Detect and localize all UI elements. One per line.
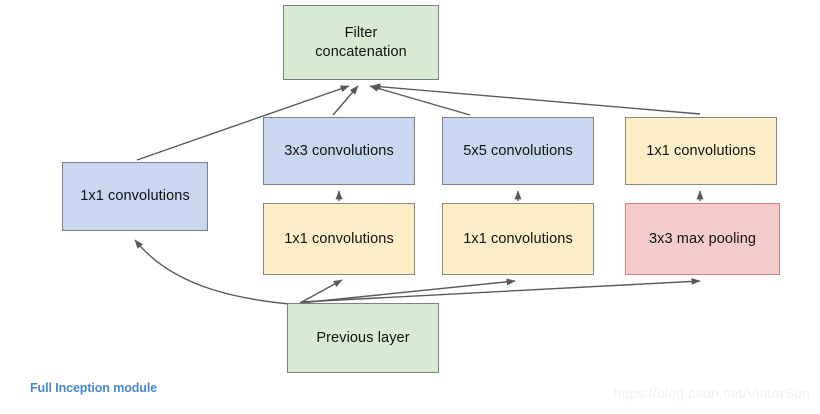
edge-previous-to-conv1x1-before-3x3	[299, 279, 343, 304]
edge-previous-to-max-pool	[300, 277, 701, 303]
edge-previous-to-conv1x1-before-5x5	[299, 278, 516, 304]
node-max-pool-3x3: 3x3 max pooling	[625, 203, 780, 275]
edge-conv5x5-to-filter-concat	[369, 84, 471, 116]
diagram-caption: Full Inception module	[30, 381, 158, 395]
node-conv-1x1-left: 1x1 convolutions	[62, 162, 208, 231]
watermark-text: https://blog.csdn.net/ViatorSun	[613, 385, 810, 401]
node-previous-layer: Previous layer	[287, 303, 439, 373]
node-filter-concatenation: Filter concatenation	[283, 5, 439, 80]
node-conv-1x1-right: 1x1 convolutions	[625, 117, 777, 185]
edge-conv1x1-right-to-filter-concat	[371, 83, 701, 115]
edge-conv3x3-to-filter-concat	[332, 85, 359, 116]
node-conv-1x1-before-3x3: 1x1 convolutions	[263, 203, 415, 275]
node-conv-3x3: 3x3 convolutions	[263, 117, 415, 185]
node-conv-5x5: 5x5 convolutions	[442, 117, 594, 185]
node-conv-1x1-before-5x5: 1x1 convolutions	[442, 203, 594, 275]
